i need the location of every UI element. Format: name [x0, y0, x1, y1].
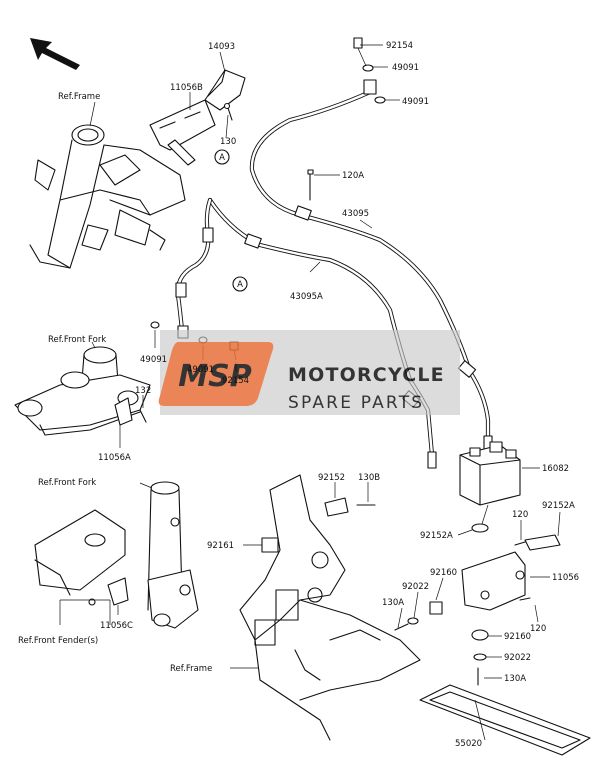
watermark-line2: SPARE PARTS	[288, 393, 424, 413]
part-label-130: 130	[220, 137, 236, 147]
grommets-and-collars	[394, 523, 561, 686]
ref-mark-a: A	[219, 153, 225, 163]
watermark-logo-text: MSP	[178, 359, 251, 394]
grommet-92161	[261, 537, 279, 553]
front-fork-tube-drawing	[147, 481, 199, 629]
part-label-92160-top: 92160	[430, 568, 457, 578]
part-label-92152: 92152	[318, 473, 345, 483]
part-label-120-lower: 120	[530, 624, 546, 634]
front-brake-hose	[175, 197, 213, 333]
cover-14093	[204, 69, 246, 111]
frame-drawing-bottom	[239, 474, 421, 741]
part-label-55020: 55020	[455, 739, 482, 749]
bolt-132	[139, 409, 147, 423]
part-label-92161: 92161	[207, 541, 234, 551]
part-label-43095A: 43095A	[290, 292, 323, 302]
part-label-92022-top: 92022	[402, 582, 429, 592]
front-direction-arrow-icon	[30, 38, 80, 70]
part-label-11056: 11056	[552, 573, 579, 583]
part-label-92152A-left: 92152A	[420, 531, 453, 541]
part-label-92154-mid: 92154	[222, 376, 249, 386]
ref-label-front-fork-1: Ref.Front Fork	[48, 335, 106, 345]
ref-circle-a-bottom	[232, 276, 248, 292]
part-label-49091-c: 49091	[140, 355, 167, 365]
ref-label-frame-bottom: Ref.Frame	[170, 664, 212, 674]
bolt-120A	[307, 169, 314, 201]
part-label-130B: 130B	[358, 473, 380, 483]
part-label-92022-bottom: 92022	[504, 653, 531, 663]
part-label-92152A-right: 92152A	[542, 501, 575, 511]
leader-lines	[59, 44, 561, 741]
part-label-49091-b: 49091	[402, 97, 429, 107]
bolt-130-top	[223, 102, 233, 121]
part-label-120-right: 120	[512, 510, 528, 520]
watermark: MSP MOTORCYCLE SPARE PARTS	[158, 330, 460, 415]
front-fork-bracket-drawing	[14, 346, 151, 436]
ref-label-frame-top: Ref.Frame	[58, 92, 100, 102]
part-label-11056B: 11056B	[170, 83, 203, 93]
part-label-49091-a: 49091	[392, 63, 419, 73]
bracket-11056C	[107, 577, 129, 606]
front-fender-drawing	[34, 509, 126, 606]
ref-label-front-fenders: Ref.Front Fender(s)	[18, 636, 98, 646]
bracket-92152	[324, 497, 349, 517]
under-cover-55020	[419, 684, 591, 756]
part-label-130A-bottom: 130A	[504, 674, 526, 684]
part-label-132: 132	[135, 386, 151, 396]
part-labels: 14093 11056B Ref.Frame 130 92154 49091 4…	[18, 41, 579, 749]
banjo-fittings-top	[353, 37, 386, 104]
part-label-130A-left: 130A	[382, 598, 404, 608]
brake-hose-43095A	[207, 197, 435, 458]
ref-circle-a-top	[214, 149, 230, 165]
abs-bracket-11056	[461, 551, 526, 611]
part-label-11056C: 11056C	[100, 621, 133, 631]
ref-label-front-fork-2: Ref.Front Fork	[38, 478, 96, 488]
part-label-49091-d: 49091	[187, 365, 214, 375]
part-label-43095: 43095	[342, 209, 369, 219]
frame-head-drawing	[29, 124, 186, 269]
part-label-92160-bottom: 92160	[504, 632, 531, 642]
part-label-11056A: 11056A	[98, 453, 131, 463]
part-label-16082: 16082	[542, 464, 569, 474]
brake-bracket-11056B	[149, 99, 216, 166]
watermark-logo-icon	[158, 342, 274, 406]
abs-unit-16082	[459, 441, 521, 506]
watermark-line1: MOTORCYCLE	[288, 364, 445, 386]
part-label-120A: 120A	[342, 171, 364, 181]
ref-mark-a: A	[237, 280, 243, 290]
part-label-14093: 14093	[208, 42, 235, 52]
bracket-11056A	[114, 397, 133, 426]
part-label-92154-top: 92154	[386, 41, 413, 51]
